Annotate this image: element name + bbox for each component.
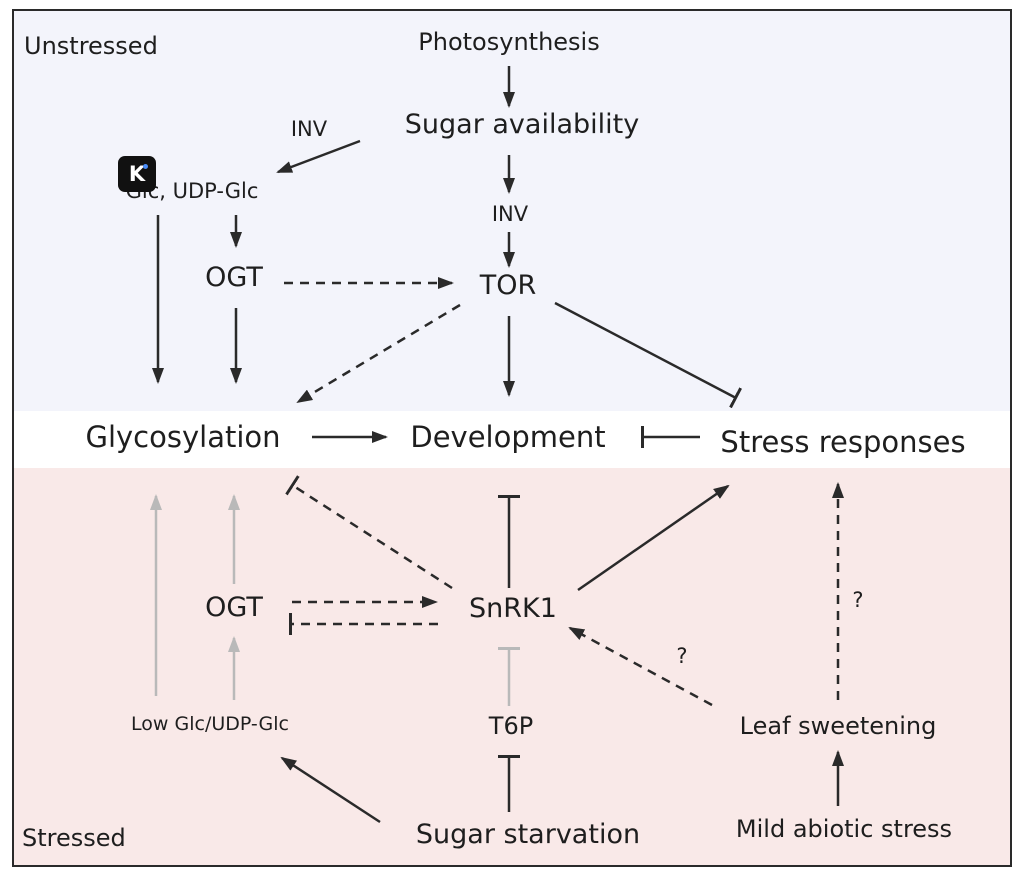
label-question-snrk1: ?	[676, 644, 688, 668]
node-sugar-availability: Sugar availability	[404, 109, 640, 140]
node-mild-abiotic-stress: Mild abiotic stress	[735, 815, 953, 843]
node-leaf-sweetening: Leaf sweetening	[739, 712, 937, 740]
watermark-dot	[143, 164, 148, 169]
label-inv-left: INV	[290, 117, 328, 141]
node-stress-responses: Stress responses	[720, 425, 966, 459]
region-label-unstressed: Unstressed	[24, 32, 158, 60]
node-photosynthesis: Photosynthesis	[418, 28, 600, 56]
node-ogt-bottom: OGT	[205, 592, 263, 623]
node-glc-udp-glc: Glc, UDP-Glc	[125, 179, 259, 203]
node-t6p: T6P	[488, 712, 534, 740]
node-ogt-top: OGT	[205, 262, 263, 293]
inhibit-tor-stress	[554, 301, 742, 409]
label-inv-center: INV	[491, 202, 529, 226]
arrow-snrk1-to-stress	[577, 484, 730, 592]
unstressed-region	[14, 11, 1010, 411]
node-development: Development	[410, 420, 606, 454]
node-low-glc-udp-glc: Low Glc/UDP-Glc	[131, 713, 289, 735]
node-tor: TOR	[479, 270, 537, 301]
arrow-starvation-to-lowglc	[280, 756, 381, 824]
node-glycosylation: Glycosylation	[85, 420, 281, 454]
arrow-leaf-to-snrk1-dashed	[568, 626, 713, 707]
diagram-frame	[12, 9, 1012, 867]
stressed-region	[14, 468, 1010, 865]
node-sugar-starvation: Sugar starvation	[415, 819, 641, 850]
watermark-logo-icon: K	[118, 156, 156, 192]
label-question-stress: ?	[852, 588, 864, 612]
node-snrk1: SnRK1	[469, 593, 557, 624]
shared-outcomes-band	[14, 411, 1010, 468]
arrow-sugar-to-glc	[276, 139, 361, 174]
region-label-stressed: Stressed	[22, 824, 126, 852]
watermark-letter: K	[128, 162, 146, 186]
